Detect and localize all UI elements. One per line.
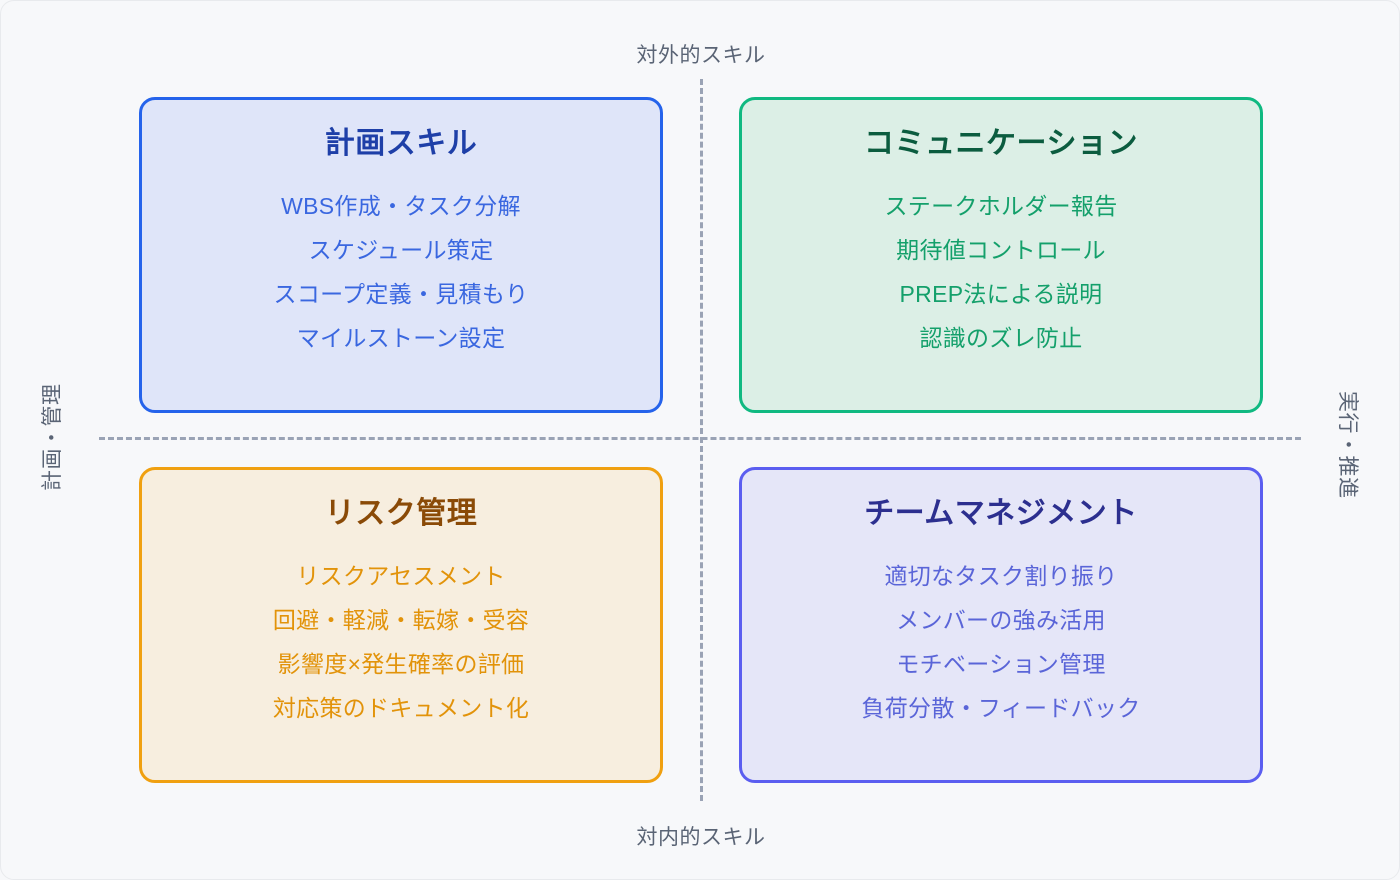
quadrant-title-risk: リスク管理 <box>324 497 478 530</box>
quadrant-title-team: チームマネジメント <box>864 497 1138 530</box>
quadrant-title-communication: コミュニケーション <box>864 127 1138 160</box>
quadrant-communication[interactable]: コミュニケーション ステークホルダー報告 期待値コントロール PREP法による説… <box>739 97 1263 413</box>
list-item: 適切なタスク割り振り <box>884 563 1118 589</box>
list-item: 対応策のドキュメント化 <box>272 695 530 722</box>
list-item: メンバーの強み活用 <box>896 607 1106 634</box>
list-item: スコープ定義・見積もり <box>273 281 529 308</box>
quadrant-items-communication: ステークホルダー報告 期待値コントロール PREP法による説明 認識のズレ防止 <box>762 184 1240 361</box>
list-item: 回避・軽減・転嫁・受容 <box>272 607 530 634</box>
axis-label-right: 実行・推進 <box>1336 391 1359 499</box>
axis-label-left: 計画・管理 <box>41 383 64 492</box>
list-item: 影響度×発生確率の評価 <box>277 651 525 678</box>
list-item: ステークホルダー報告 <box>884 193 1118 219</box>
list-item: 負荷分散・フィードバック <box>861 695 1141 722</box>
list-item: スケジュール策定 <box>308 237 494 264</box>
list-item: PREP法による説明 <box>899 281 1103 308</box>
quadrant-grid: 計画スキル WBS作成・タスク分解 スケジュール策定 スコープ定義・見積もり マ… <box>139 97 1263 783</box>
quadrant-items-team: 適切なタスク割り振り メンバーの強み活用 モチベーション管理 負荷分散・フィード… <box>762 554 1240 731</box>
list-item: WBS作成・タスク分解 <box>281 193 521 219</box>
list-item: マイルストーン設定 <box>296 325 506 352</box>
list-item: 認識のズレ防止 <box>919 325 1083 352</box>
axis-label-top: 対外的スキル <box>636 44 766 67</box>
list-item: リスクアセスメント <box>296 563 506 589</box>
quadrant-risk[interactable]: リスク管理 リスクアセスメント 回避・軽減・転嫁・受容 影響度×発生確率の評価 … <box>139 467 663 783</box>
list-item: 期待値コントロール <box>896 237 1106 264</box>
axis-label-bottom: 対内的スキル <box>636 826 766 849</box>
quadrant-items-planning: WBS作成・タスク分解 スケジュール策定 スコープ定義・見積もり マイルストーン… <box>162 184 640 361</box>
quadrant-items-risk: リスクアセスメント 回避・軽減・転嫁・受容 影響度×発生確率の評価 対応策のドキ… <box>162 554 640 731</box>
quadrant-planning[interactable]: 計画スキル WBS作成・タスク分解 スケジュール策定 スコープ定義・見積もり マ… <box>139 97 663 413</box>
quadrant-team[interactable]: チームマネジメント 適切なタスク割り振り メンバーの強み活用 モチベーション管理… <box>739 467 1263 783</box>
list-item: モチベーション管理 <box>896 651 1106 678</box>
quadrant-title-planning: 計画スキル <box>324 127 478 160</box>
divider-vertical <box>700 79 703 801</box>
